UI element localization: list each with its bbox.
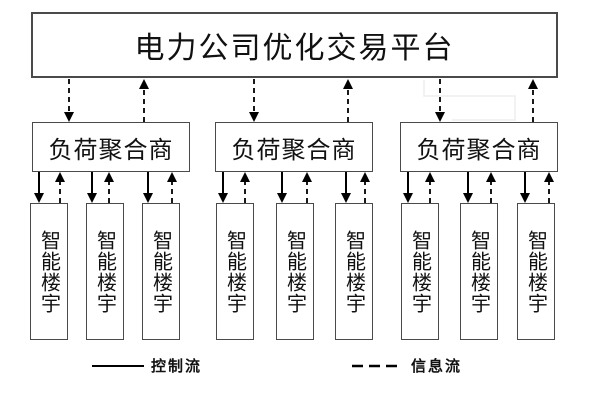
info-flow-arrow-bld2-to-agg1 — [104, 172, 114, 203]
info-flow-arrow-bld1-to-agg1 — [55, 172, 65, 203]
control-flow-arrow-agg2-to-bld6 — [341, 172, 351, 203]
building-label: 智能楼宇 — [342, 229, 367, 314]
info-flow-arrow-bld9-to-agg3 — [544, 172, 554, 203]
info-flow-arrow-bld6-to-agg2 — [360, 172, 370, 203]
building-box-9: 智能楼宇 — [517, 203, 555, 340]
control-flow-arrow-agg2-to-bld4 — [218, 172, 228, 203]
control-flow-arrow-agg3-to-bld9 — [520, 172, 530, 203]
building-box-6: 智能楼宇 — [335, 203, 373, 340]
info-flow-arrow-platform-to-agg3-down — [435, 79, 445, 122]
building-label: 智能楼宇 — [93, 229, 118, 314]
building-box-8: 智能楼宇 — [460, 203, 498, 340]
info-flow-arrow-bld8-to-agg3 — [486, 172, 496, 203]
aggregator-label: 负荷聚合商 — [48, 135, 174, 164]
control-flow-arrow-agg1-to-bld2 — [87, 172, 97, 203]
info-flow-arrow-agg1-to-platform-up — [139, 79, 149, 122]
control-flow-arrow-agg2-to-bld5 — [277, 172, 287, 203]
legend-info-flow-label: 信息流 — [411, 357, 463, 375]
info-flow-arrow-agg2-to-platform-up — [343, 79, 353, 122]
building-box-5: 智能楼宇 — [276, 203, 314, 340]
info-flow-arrow-agg3-to-platform-up — [528, 79, 538, 122]
control-flow-arrow-agg1-to-bld3 — [143, 172, 153, 203]
info-flow-arrow-bld5-to-agg2 — [302, 172, 312, 203]
building-label: 智能楼宇 — [37, 229, 62, 314]
aggregator-box-1: 负荷聚合商 — [32, 122, 190, 172]
building-box-2: 智能楼宇 — [86, 203, 124, 340]
building-box-3: 智能楼宇 — [142, 203, 180, 340]
erased-connector-artifact — [423, 80, 516, 121]
building-label: 智能楼宇 — [467, 229, 492, 314]
platform-box: 电力公司优化交易平台 — [31, 12, 558, 78]
building-box-1: 智能楼宇 — [30, 203, 68, 340]
info-flow-arrow-bld4-to-agg2 — [240, 172, 250, 203]
control-flow-arrow-agg3-to-bld8 — [463, 172, 473, 203]
info-flow-arrow-bld7-to-agg3 — [425, 172, 435, 203]
building-label: 智能楼宇 — [149, 229, 174, 314]
control-flow-arrow-agg1-to-bld1 — [34, 172, 44, 203]
building-box-4: 智能楼宇 — [216, 203, 254, 340]
aggregator-box-3: 负荷聚合商 — [400, 122, 558, 172]
legend-control-flow-label: 控制流 — [151, 357, 203, 375]
aggregator-label: 负荷聚合商 — [231, 135, 357, 164]
info-flow-arrow-platform-to-agg2-down — [249, 79, 259, 122]
info-flow-arrow-bld3-to-agg1 — [167, 172, 177, 203]
building-label: 智能楼宇 — [408, 229, 433, 314]
aggregator-box-2: 负荷聚合商 — [215, 122, 373, 172]
building-box-7: 智能楼宇 — [401, 203, 439, 340]
control-flow-arrow-agg3-to-bld7 — [403, 172, 413, 203]
platform-label: 电力公司优化交易平台 — [134, 31, 455, 66]
info-flow-arrow-platform-to-agg1-down — [64, 79, 74, 122]
building-label: 智能楼宇 — [223, 229, 248, 314]
aggregator-label: 负荷聚合商 — [416, 135, 542, 164]
building-label: 智能楼宇 — [283, 229, 308, 314]
building-label: 智能楼宇 — [524, 229, 549, 314]
